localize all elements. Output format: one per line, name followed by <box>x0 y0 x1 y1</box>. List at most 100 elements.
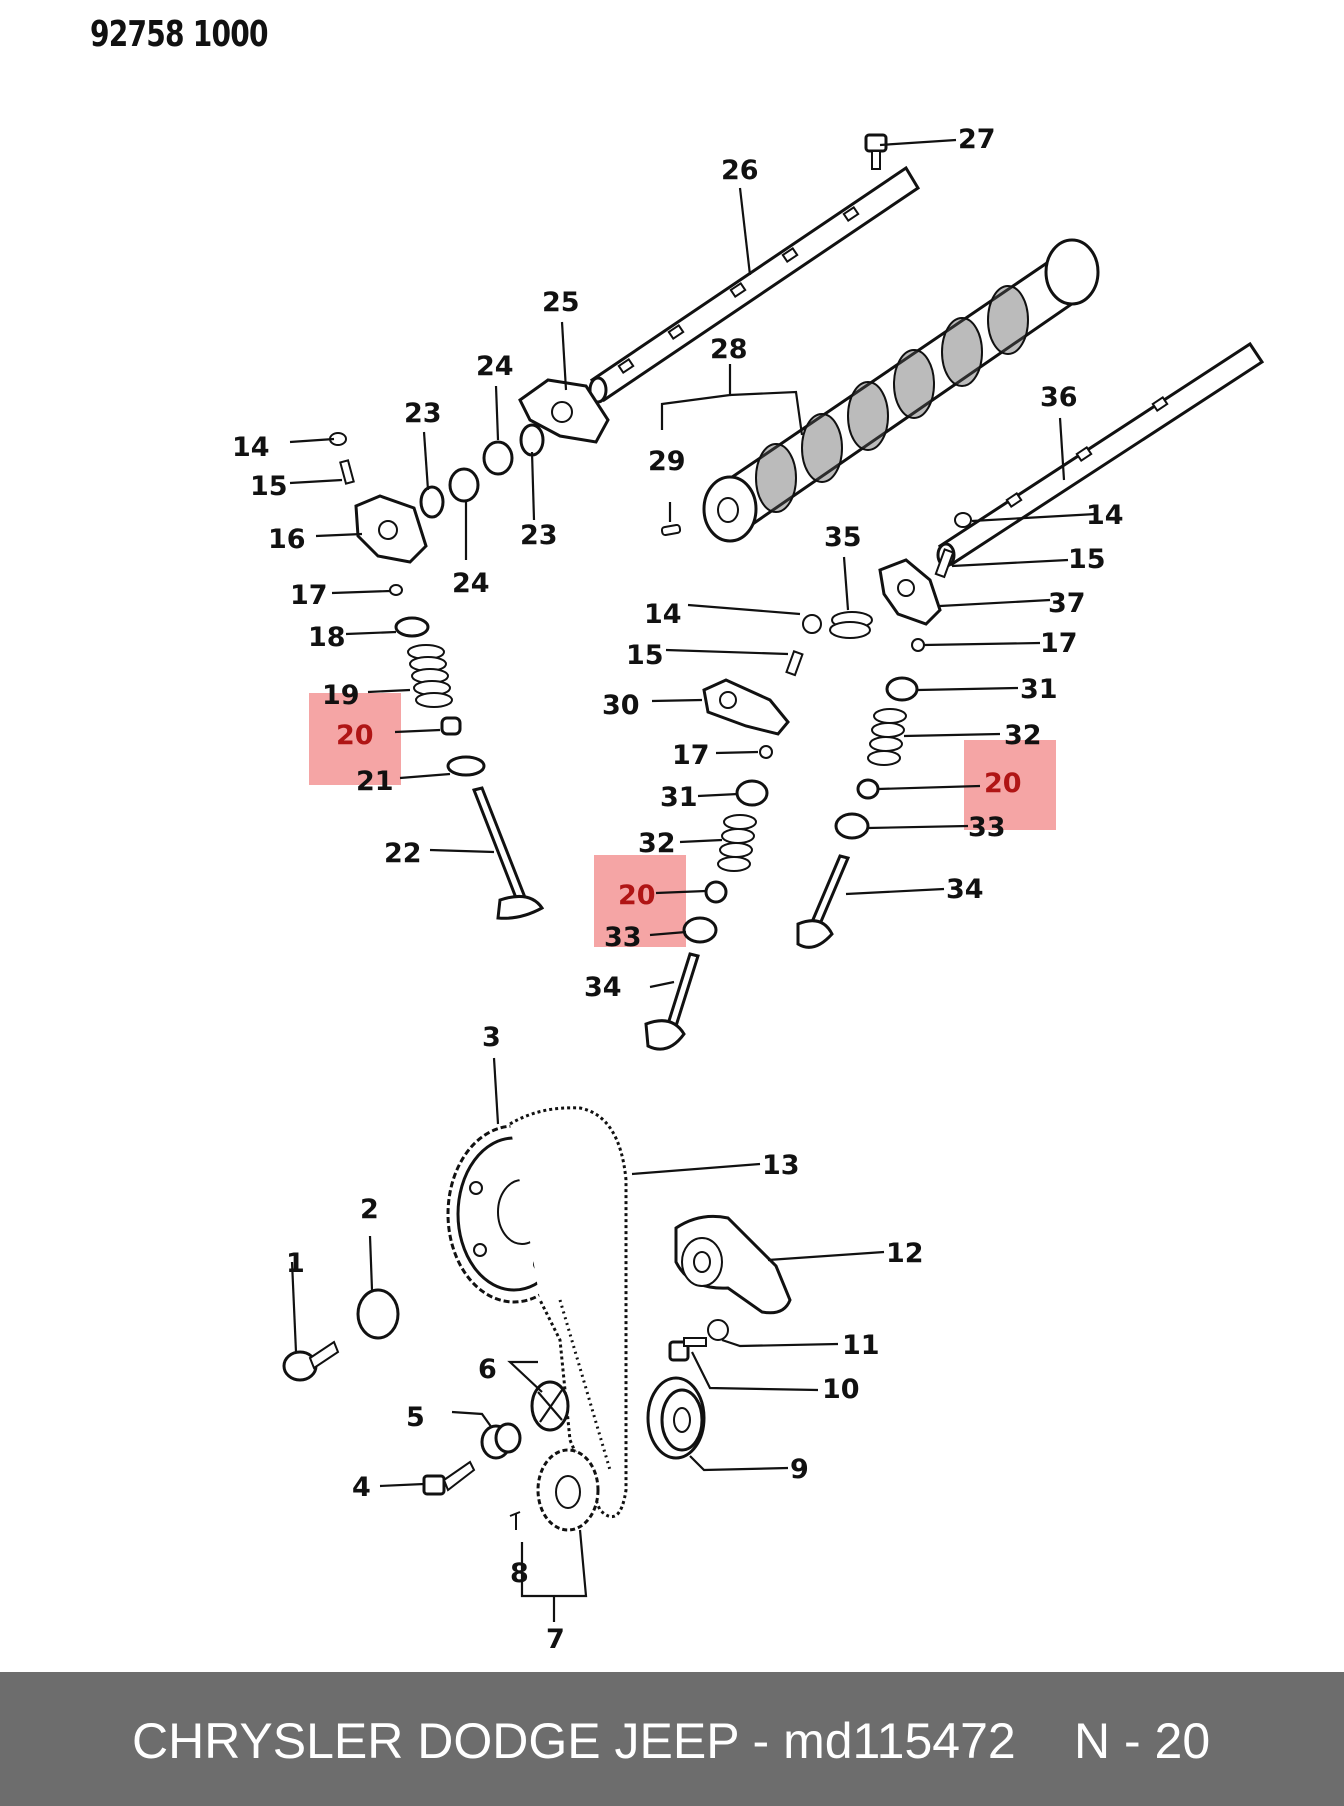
callout-20-center: 20 <box>618 880 656 911</box>
valve-22 <box>471 786 545 920</box>
pin-29 <box>660 523 682 537</box>
callout-14a: 14 <box>232 432 270 463</box>
callout-15c: 15 <box>1068 544 1106 575</box>
spacer-5 <box>480 1422 522 1460</box>
nut-17-left <box>389 584 403 596</box>
callout-34a: 34 <box>584 972 622 1003</box>
crank-sprocket-7 <box>536 1448 600 1532</box>
nut-17-center <box>759 745 773 759</box>
adjuster-screw-15-right <box>934 548 955 579</box>
rocker-arm-30 <box>702 678 790 736</box>
callout-36: 36 <box>1040 382 1078 413</box>
key-8 <box>509 1511 521 1530</box>
callout-17c: 17 <box>1040 628 1078 659</box>
footer-part-number: CHRYSLER DODGE JEEP - md115472 <box>132 1713 1016 1769</box>
washer-2 <box>356 1288 400 1340</box>
valve-spring-19 <box>407 644 453 708</box>
retainer-31-center <box>735 779 769 807</box>
callout-35: 35 <box>824 522 862 553</box>
callout-33a: 33 <box>604 922 642 953</box>
callout-29: 29 <box>648 446 686 477</box>
rocker-shaft-upper <box>588 165 921 404</box>
callout-18: 18 <box>308 622 346 653</box>
highlight-box-center <box>594 855 686 947</box>
callout-16: 16 <box>268 524 306 555</box>
callout-12: 12 <box>886 1238 924 1269</box>
callout-3: 3 <box>482 1022 501 1053</box>
rocker-arm-25 <box>518 378 610 444</box>
callout-9: 9 <box>790 1454 809 1485</box>
footer-bar: CHRYSLER DODGE JEEP - md115472 N - 20 <box>0 1672 1344 1806</box>
rocker-arm-16 <box>354 494 428 564</box>
rocker-arm-37 <box>878 558 942 626</box>
callout-5: 5 <box>406 1402 425 1433</box>
callout-15b: 15 <box>626 640 664 671</box>
adjuster-screw-15-left <box>339 459 355 485</box>
spring-seat-33-right <box>834 812 870 840</box>
camshaft-28 <box>702 238 1100 543</box>
callout-32a: 32 <box>638 828 676 859</box>
valve-seal-20-right <box>856 778 880 800</box>
callout-33b: 33 <box>968 812 1006 843</box>
callout-10: 10 <box>822 1374 860 1405</box>
callout-11: 11 <box>842 1330 880 1361</box>
callout-13: 13 <box>762 1150 800 1181</box>
callout-30: 30 <box>602 690 640 721</box>
bolt-27 <box>864 133 888 170</box>
ring-24-lower <box>448 467 480 503</box>
retainer-31-right <box>885 676 919 702</box>
callout-2: 2 <box>360 1194 379 1225</box>
callout-31a: 31 <box>660 782 698 813</box>
valve-34-right <box>796 854 851 949</box>
footer-page-reference: N - 20 <box>1074 1713 1211 1769</box>
callout-6: 6 <box>478 1354 497 1385</box>
tensioner-12 <box>674 1214 792 1315</box>
callout-8: 8 <box>510 1558 529 1589</box>
bolt-10 <box>668 1337 707 1362</box>
ring-23-upper <box>519 423 545 457</box>
callout-23b: 23 <box>520 520 558 551</box>
callout-14b: 14 <box>644 599 682 630</box>
adjuster-nut-14-center <box>802 614 822 634</box>
callout-28: 28 <box>710 334 748 365</box>
callout-21: 21 <box>356 766 394 797</box>
callout-24a: 24 <box>476 351 514 382</box>
spring-seat-21 <box>446 755 486 777</box>
retainer-18 <box>394 616 430 638</box>
valve-spring-32-center <box>717 814 757 872</box>
valve-34-center <box>644 952 700 1051</box>
valve-seal-20-center <box>704 880 728 904</box>
leader-lines <box>289 138 1097 1622</box>
valve-spring-32-right <box>867 708 907 766</box>
spring-seat-33-center <box>682 916 718 944</box>
callout-15a: 15 <box>250 471 288 502</box>
washer-11 <box>707 1319 729 1341</box>
ring-24-upper <box>482 440 514 476</box>
highlight-box-left <box>309 693 401 785</box>
ring-23-lower <box>419 485 445 519</box>
callout-34b: 34 <box>946 874 984 905</box>
callout-14c: 14 <box>1086 500 1124 531</box>
callout-20-left: 20 <box>336 720 374 751</box>
document-code: 92758 1000 <box>90 14 269 55</box>
callout-32b: 32 <box>1004 720 1042 751</box>
callout-20-right: 20 <box>984 768 1022 799</box>
callout-26: 26 <box>721 155 759 186</box>
adjuster-screw-15-center <box>785 650 804 677</box>
callout-24b: 24 <box>452 568 490 599</box>
callout-4: 4 <box>352 1472 371 1503</box>
callout-23a: 23 <box>404 398 442 429</box>
timing-belt-13 <box>509 1106 628 1519</box>
valve-seal-20-left <box>440 716 462 736</box>
nut-17-right <box>911 638 925 652</box>
callout-7: 7 <box>546 1624 565 1655</box>
guide-6 <box>530 1380 570 1432</box>
callout-17b: 17 <box>672 740 710 771</box>
callout-31b: 31 <box>1020 674 1058 705</box>
callout-37: 37 <box>1048 588 1086 619</box>
callout-22: 22 <box>384 838 422 869</box>
callout-25: 25 <box>542 287 580 318</box>
spring-35 <box>829 611 873 639</box>
callout-19: 19 <box>322 680 360 711</box>
adjuster-nut-14-right <box>954 512 972 528</box>
